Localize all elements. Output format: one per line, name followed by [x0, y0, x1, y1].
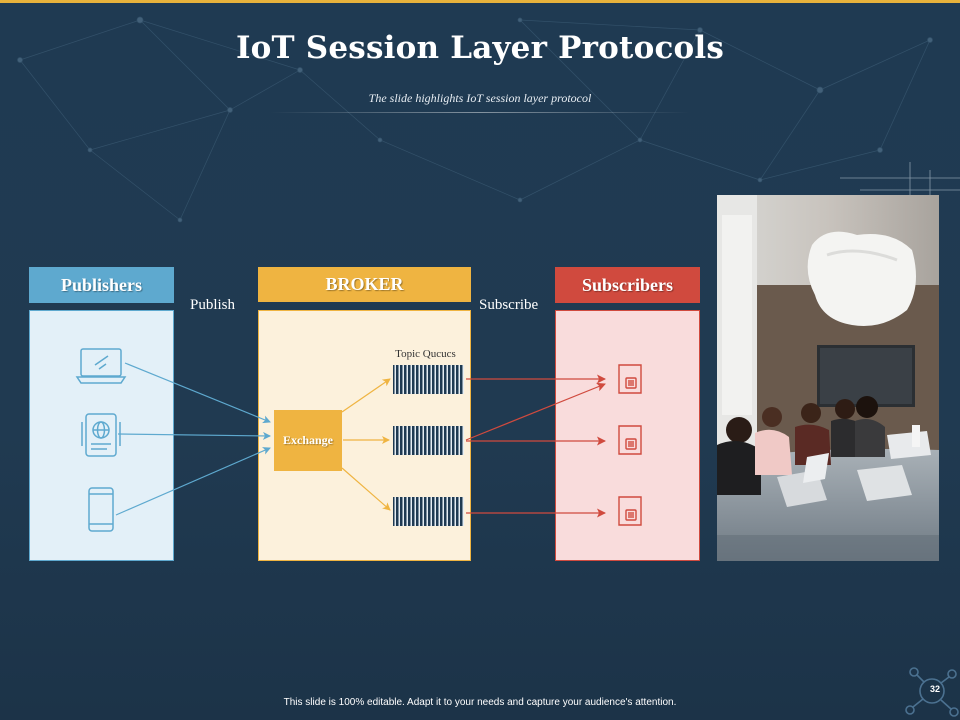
- slide-title: IoT Session Layer Protocols: [235, 30, 725, 66]
- footer-note: This slide is 100% editable. Adapt it to…: [283, 697, 677, 708]
- top-accent-bar: [0, 0, 960, 3]
- publish-label: Publish: [190, 297, 236, 313]
- page-number: 32: [929, 684, 940, 694]
- subscribers-header: Subscribers: [555, 267, 700, 303]
- publishers-label: Publishers: [60, 275, 143, 295]
- slide-subtitle: The slide highlights IoT session layer p…: [368, 91, 592, 105]
- topic-queues-label: Topic Qucucs: [395, 348, 456, 360]
- subtitle-divider: [270, 112, 690, 113]
- subscribers-panel: [555, 310, 700, 561]
- publishers-header: Publishers: [29, 267, 174, 303]
- exchange-box: Exchange: [274, 410, 342, 471]
- molecule-icon: [905, 667, 959, 717]
- subscribe-label: Subscribe: [479, 297, 539, 313]
- broker-header: BROKER: [258, 267, 471, 302]
- subscribers-label: Subscribers: [581, 275, 673, 295]
- publishers-panel: [29, 310, 174, 561]
- network-background: [17, 16, 960, 260]
- broker-label: BROKER: [325, 274, 404, 294]
- meeting-photo: [717, 195, 939, 561]
- exchange-label: Exchange: [282, 433, 333, 447]
